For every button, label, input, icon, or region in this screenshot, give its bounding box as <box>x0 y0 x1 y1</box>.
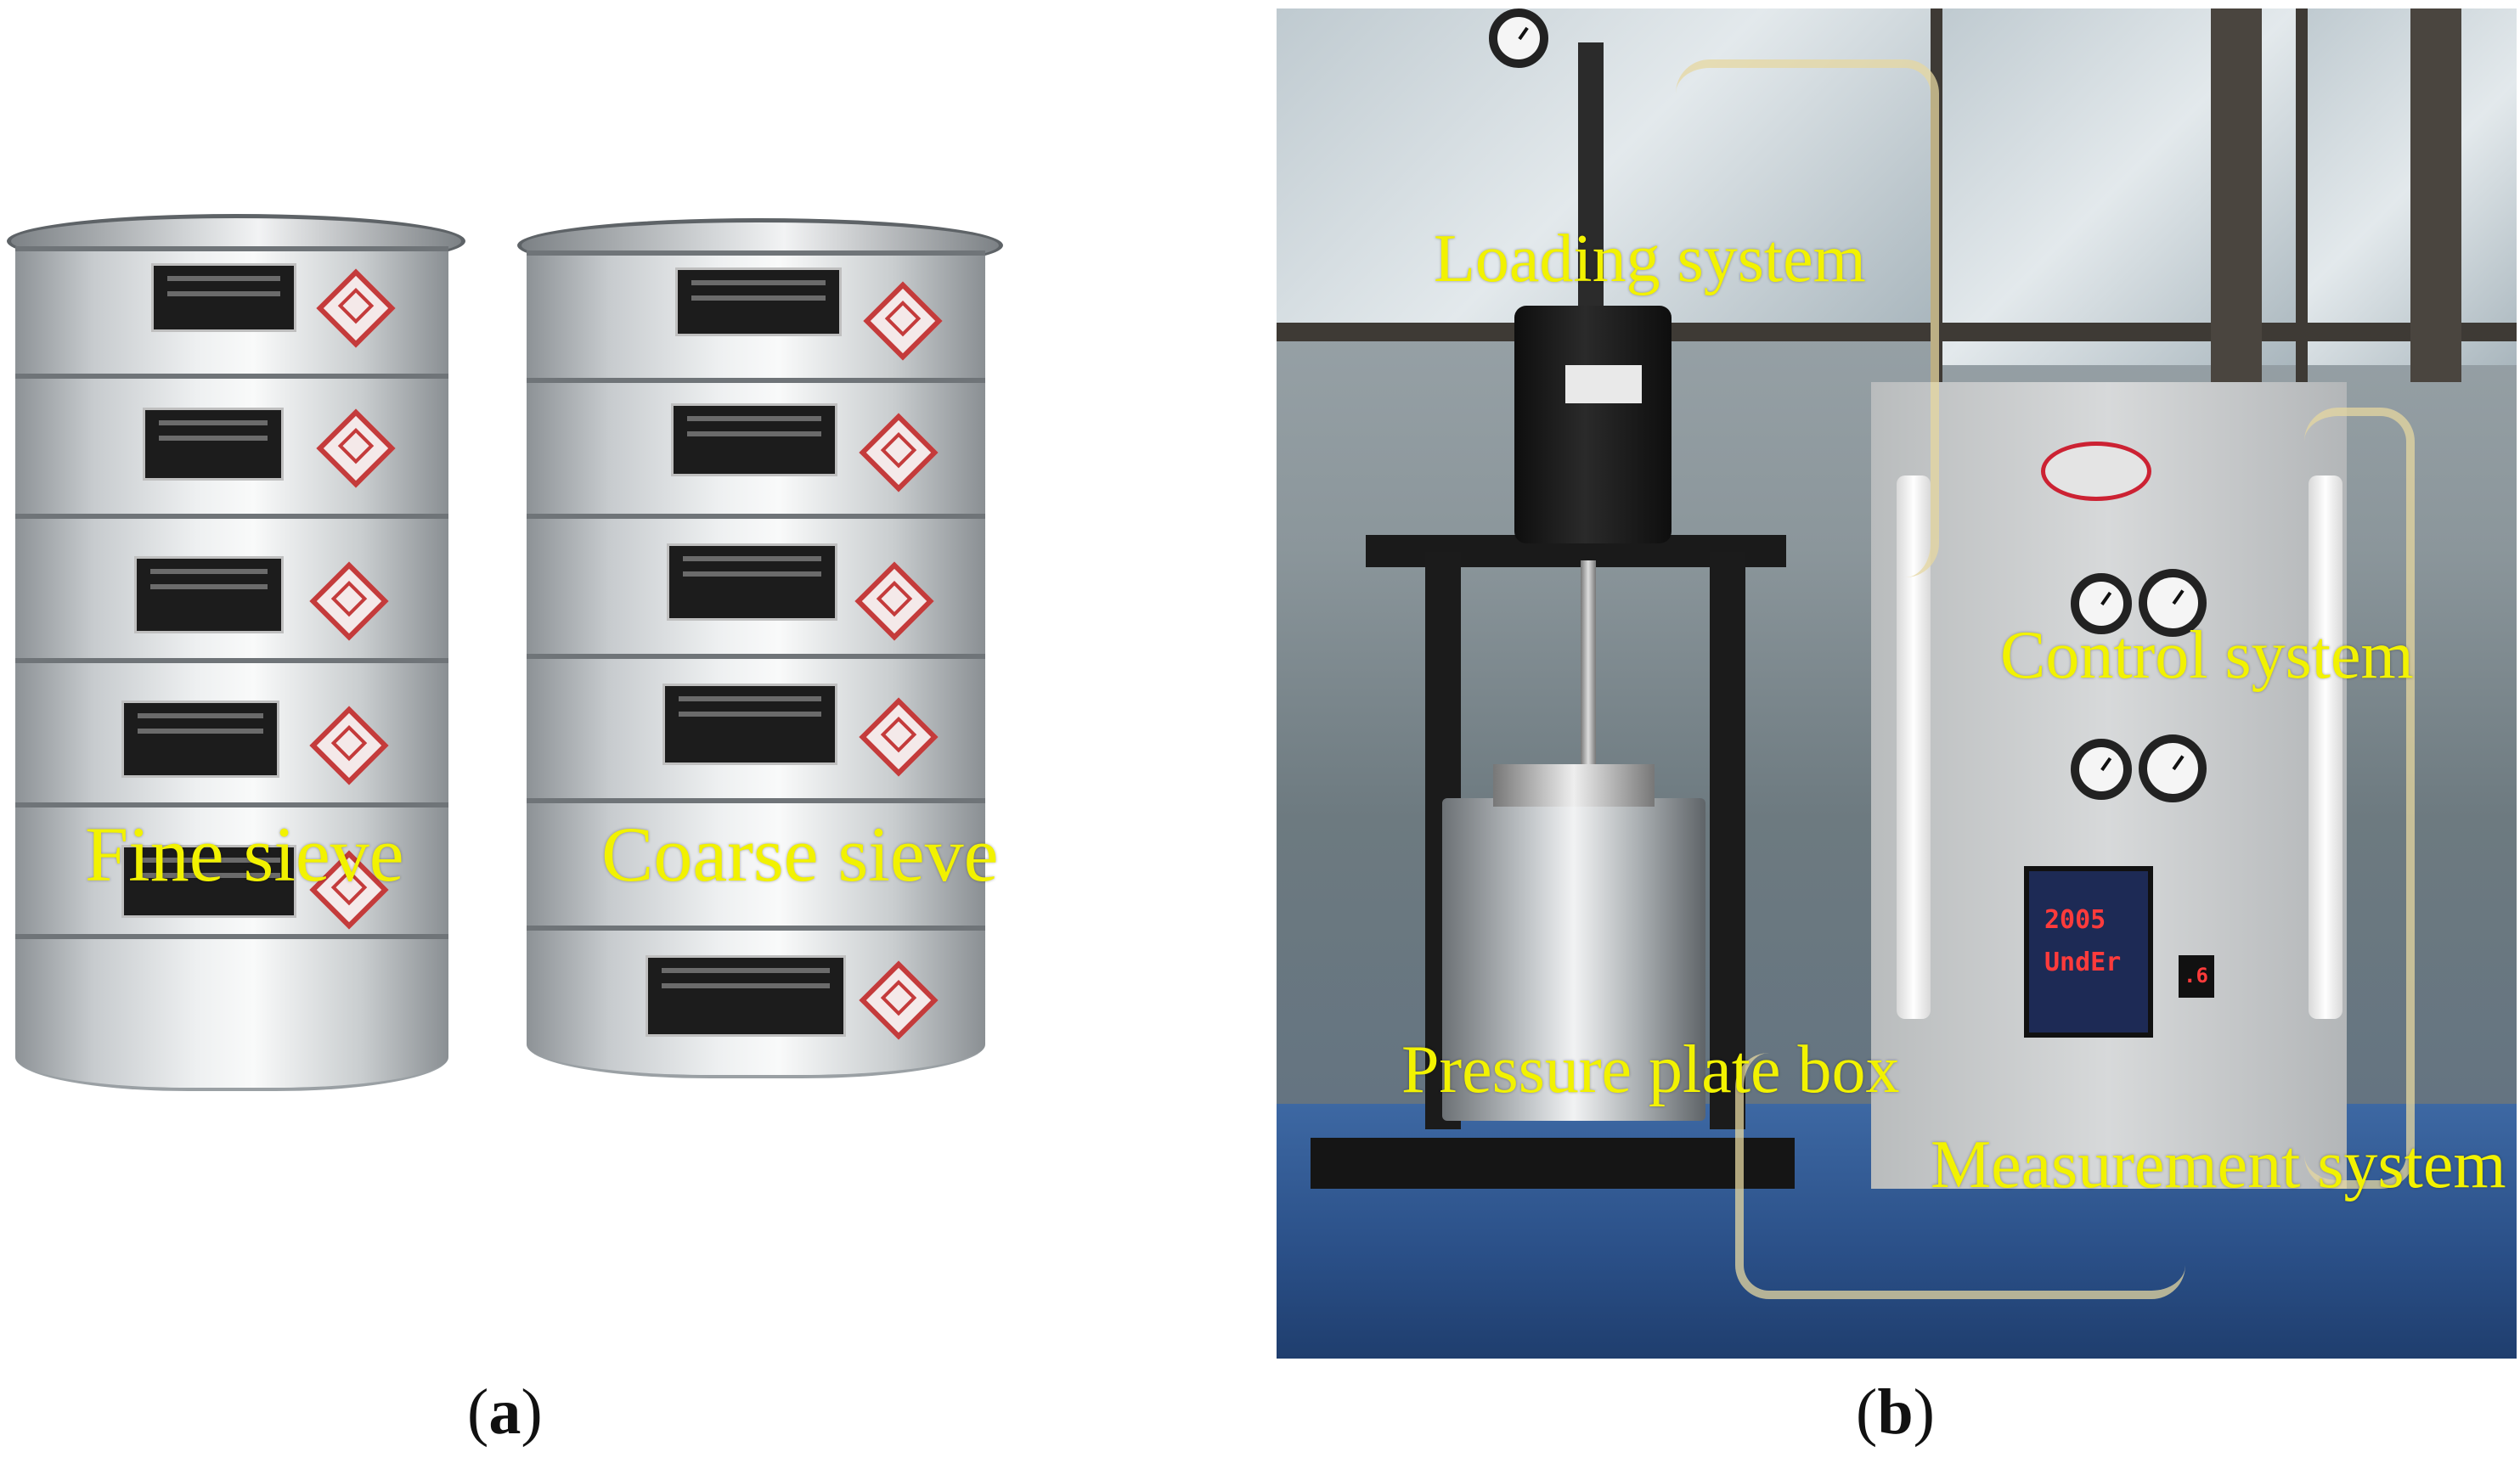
loading-system-label: Loading system <box>1434 222 1866 296</box>
panel-a-sieves-photo: Fine sieve Coarse sieve <box>0 0 1257 1359</box>
panel-b-caption-letter: b <box>1877 1376 1914 1448</box>
brand-logo <box>2041 442 2151 501</box>
sieve-nameplate <box>646 955 846 1037</box>
panel-a-caption-letter: a <box>488 1376 521 1448</box>
fine-sieve-stack <box>6 214 466 1091</box>
display-reading-top: 2005 <box>2044 905 2106 935</box>
pressure-plate-box <box>1442 798 1705 1121</box>
sieve-nameplate <box>134 556 284 633</box>
pressure-gauge-icon <box>2071 739 2132 800</box>
sieve-nameplate <box>121 845 296 918</box>
display-reading-bottom: UndEr <box>2044 948 2122 977</box>
pressure-plate-box-label: Pressure plate box <box>1401 1033 1900 1107</box>
measurement-system-label: Measurement system <box>1931 1128 2506 1202</box>
sieve-nameplate <box>671 403 837 476</box>
pressure-gauge-icon <box>2139 734 2207 802</box>
loading-cylinder <box>1514 306 1672 543</box>
sieve-nameplate <box>121 701 279 778</box>
sieve-nameplate <box>675 267 842 336</box>
coarse-sieve-label: Coarse sieve <box>601 811 999 897</box>
fine-sieve-label: Fine sieve <box>85 811 404 897</box>
pressure-gauge-icon <box>1489 8 1548 68</box>
pressure-gauge-icon <box>2071 573 2132 634</box>
panel-a-caption: (a) <box>467 1376 543 1448</box>
sieve-nameplate <box>143 408 284 481</box>
sieve-nameplate <box>667 543 837 621</box>
control-system-label: Control system <box>2000 618 2414 693</box>
small-display: .6 <box>2179 955 2214 998</box>
digital-display: 2005 UndEr <box>2024 866 2153 1038</box>
panel-b-apparatus-photo: 2005 UndEr .6 Loading system Control sys… <box>1277 8 2517 1359</box>
sieve-nameplate <box>151 263 296 332</box>
pressure-gauge-icon <box>2139 569 2207 637</box>
sieve-nameplate <box>662 684 837 765</box>
panel-b-caption: (b) <box>1856 1376 1935 1448</box>
base-plate <box>1311 1138 1795 1189</box>
small-display-reading: .6 <box>2184 964 2208 988</box>
coarse-sieve-stack <box>517 218 1003 1078</box>
